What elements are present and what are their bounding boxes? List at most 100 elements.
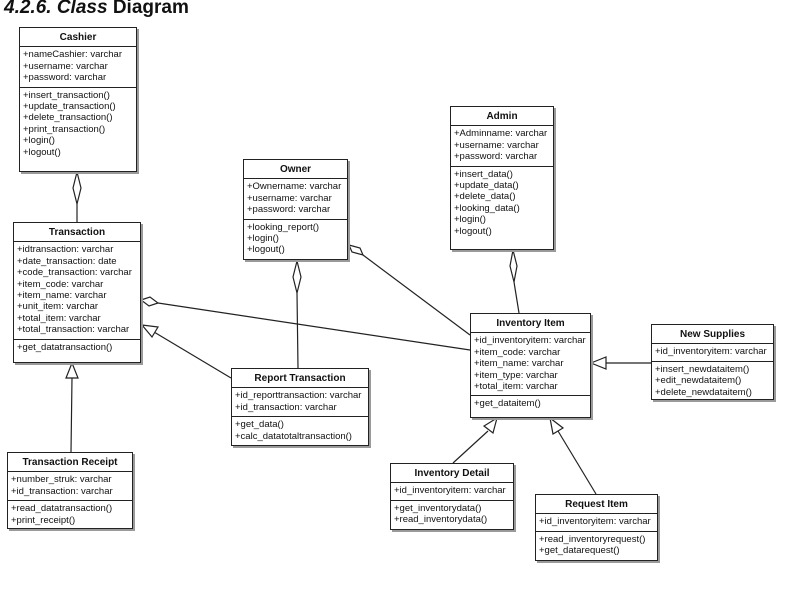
class-name: Report Transaction	[232, 369, 368, 389]
operations-section: +get_dataitem()	[471, 395, 590, 412]
operation: +delete_data()	[454, 191, 516, 203]
attribute: +password: varchar	[23, 72, 107, 84]
attributes-section: +id_inventoryitem: varchar	[391, 483, 513, 499]
operation: +print_receipt()	[11, 514, 76, 526]
operation: +get_inventorydata()	[394, 502, 482, 514]
attribute: +username: varchar	[247, 192, 332, 204]
attribute: +total_item: varchar	[474, 381, 558, 393]
attributes-section: +id_inventoryitem: varchar	[536, 514, 657, 530]
class-owner: Owner +Ownername: varchar +username: var…	[243, 159, 348, 260]
class-report-transaction: Report Transaction +id_reporttransaction…	[231, 368, 369, 446]
operation: +logout()	[247, 244, 285, 256]
generalization-arrow	[65, 361, 79, 379]
operation: +insert_transaction()	[23, 89, 110, 101]
attribute: +total_transaction: varchar	[17, 324, 130, 336]
operation: +get_datarequest()	[539, 545, 620, 557]
operations-section: +looking_report() +login() +logout()	[244, 218, 347, 259]
operation: +read_inventoryrequest()	[539, 533, 646, 545]
aggregation-diamond	[347, 244, 365, 256]
attributes-section: +Ownername: varchar +username: varchar +…	[244, 179, 347, 218]
attributes-section: +Adminname: varchar +username: varchar +…	[451, 126, 553, 165]
operation: +insert_data()	[454, 168, 513, 180]
attributes-section: +idtransaction: varchar +date_transactio…	[14, 242, 140, 338]
generalization-arrow	[589, 356, 607, 370]
owner-report-link	[296, 292, 299, 369]
class-inventory-detail: Inventory Detail +id_inventoryitem: varc…	[390, 463, 514, 530]
attribute: +id_transaction: varchar	[235, 401, 337, 413]
attribute: +unit_item: varchar	[17, 301, 99, 313]
aggregation-diamond	[139, 296, 160, 307]
operations-section: +insert_newdataitem() +edit_newdataitem(…	[652, 360, 773, 401]
attribute: +Ownername: varchar	[247, 181, 342, 193]
attribute: +item_type: varchar	[474, 369, 558, 381]
transaction-inventory-link	[157, 302, 471, 351]
class-name: Request Item	[536, 495, 657, 515]
operations-section: +insert_data() +update_data() +delete_da…	[451, 165, 553, 240]
operation: +login()	[247, 233, 279, 245]
operation: +delete_transaction()	[23, 112, 113, 124]
operations-section: +get_datatransaction()	[14, 338, 140, 356]
attribute: +code_transaction: varchar	[17, 267, 132, 279]
class-transaction-receipt: Transaction Receipt +number_struk: varch…	[7, 452, 133, 529]
attribute: +total_item: varchar	[17, 312, 101, 324]
attribute: +item_name: varchar	[474, 358, 564, 370]
attribute: +item_code: varchar	[17, 278, 104, 290]
operation: +logout()	[23, 146, 61, 158]
diagram-heading: 4.2.6. Class Diagram	[4, 0, 189, 19]
detail-inventory-generalization	[452, 430, 489, 464]
class-admin: Admin +Adminname: varchar +username: var…	[450, 106, 554, 250]
operation: +edit_newdataitem()	[655, 375, 742, 387]
class-name: Inventory Item	[471, 314, 590, 334]
operation: +looking_report()	[247, 221, 320, 233]
owner-inventory-link	[362, 254, 471, 336]
attribute: +id_reporttransaction: varchar	[235, 390, 362, 402]
class-name: New Supplies	[652, 325, 773, 345]
generalization-arrow	[140, 324, 159, 339]
aggregation-diamond	[72, 171, 82, 205]
class-name: Transaction Receipt	[8, 453, 132, 473]
attributes-section: +nameCashier: varchar +username: varchar…	[20, 47, 136, 86]
operation: +print_transaction()	[23, 123, 106, 135]
class-new-supplies: New Supplies +id_inventoryitem: varchar …	[651, 324, 774, 400]
attributes-section: +number_struk: varchar +id_transaction: …	[8, 472, 132, 500]
attribute: +date_transaction: date	[17, 255, 117, 267]
report-transaction-generalization	[153, 331, 232, 379]
attribute: +Adminname: varchar	[454, 128, 548, 140]
request-inventory-generalization	[557, 430, 597, 495]
attribute: +password: varchar	[454, 151, 538, 163]
generalization-arrow	[482, 416, 498, 435]
class-name: Cashier	[20, 28, 136, 48]
attribute: +number_struk: varchar	[11, 474, 112, 486]
attributes-section: +id_inventoryitem: varchar	[652, 344, 773, 360]
admin-inventory-link	[513, 281, 520, 314]
operations-section: +get_data() +calc_datatotaltransaction()	[232, 416, 368, 445]
heading-title-rest: Diagram	[112, 0, 189, 18]
operation: +insert_newdataitem()	[655, 363, 750, 375]
operations-section: +insert_transaction() +update_transactio…	[20, 86, 136, 161]
operation: +calc_datatotaltransaction()	[235, 430, 352, 442]
attribute: +id_inventoryitem: varchar	[655, 346, 767, 358]
attribute: +username: varchar	[23, 60, 108, 72]
operation: +looking_data()	[454, 202, 520, 214]
attribute: +id_transaction: varchar	[11, 485, 113, 497]
operation: +update_data()	[454, 180, 519, 192]
operation: +get_dataitem()	[474, 398, 541, 410]
operation: +get_datatransaction()	[17, 341, 113, 353]
heading-number: 4.2.6.	[4, 0, 52, 18]
attribute: +item_name: varchar	[17, 290, 107, 302]
operation: +update_transaction()	[23, 101, 116, 113]
operation: +delete_newdataitem()	[655, 386, 752, 398]
class-cashier: Cashier +nameCashier: varchar +username:…	[19, 27, 137, 172]
operation: +read_datatransaction()	[11, 503, 113, 515]
operations-section: +get_inventorydata() +read_inventorydata…	[391, 499, 513, 529]
operations-section: +read_datatransaction() +print_receipt()	[8, 500, 132, 529]
generalization-arrow	[549, 416, 565, 435]
attribute: +id_inventoryitem: varchar	[394, 485, 506, 497]
operation: +login()	[23, 135, 55, 147]
attribute: +item_code: varchar	[474, 346, 561, 358]
attribute: +id_inventoryitem: varchar	[474, 335, 586, 347]
heading-title-italic: Class	[56, 0, 108, 18]
class-inventory-item: Inventory Item +id_inventoryitem: varcha…	[470, 313, 591, 418]
class-name: Admin	[451, 107, 553, 127]
